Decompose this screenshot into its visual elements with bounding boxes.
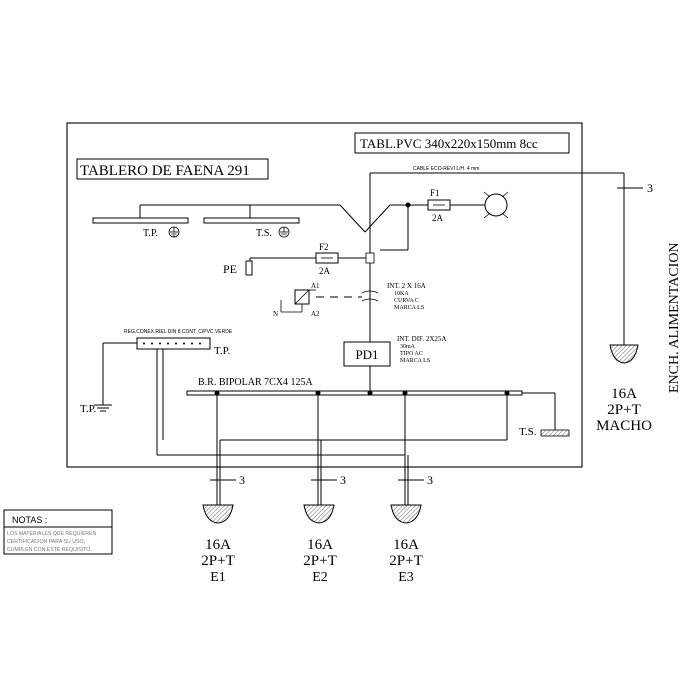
ground-bar-ts: [203, 217, 300, 224]
cable-label: CABLE ECO-REVI L/H. 4 mm: [413, 166, 479, 172]
notes-line1: LOS MATERIALES QUE REQUIEREN: [7, 531, 97, 537]
outlet-e3: 3 16A 2P+T E3: [389, 473, 433, 585]
int-line3: CURVA C: [394, 298, 419, 304]
int-line2: 10KA: [394, 291, 409, 297]
busbar-label: B.R. BIPOLAR 7CX4 125A: [198, 377, 314, 388]
breaker-contact-top: [365, 252, 375, 264]
pe-socket-icon: [245, 260, 253, 276]
outlet-e2-count: 3: [340, 473, 346, 487]
tp-ground-label: T.P.: [80, 403, 97, 415]
feed-vertical-label: ENCH. ALIMENTACION: [667, 242, 682, 393]
int-line1: INT. 2 X 16A: [387, 282, 426, 290]
busbar: [186, 390, 523, 396]
ground-link-diag2: [364, 204, 391, 233]
outlet-e2-name: E2: [312, 570, 328, 585]
contactor-coil-diag: [294, 289, 310, 305]
notes-body-box: [3, 526, 113, 555]
notes-block: NOTAS : LOS MATERIALES QUE REQUIEREN CER…: [3, 509, 113, 555]
enclosure-label: TABL.PVC 340x220x150mm 8cc: [360, 136, 538, 151]
outlet-e1-count: 3: [239, 473, 245, 487]
fuse-f1-name: F1: [430, 188, 440, 198]
ground-symbol-ts: [540, 429, 570, 437]
ts-ground-label: T.S.: [519, 426, 537, 438]
contactor-n: N: [273, 310, 278, 318]
ground-symbol-tp: [94, 404, 112, 412]
ground-icon-ts: [278, 226, 290, 238]
breaker-switch-icon: [361, 290, 379, 302]
busbar-node-pd1: [367, 390, 373, 396]
outlet-e2: 3 16A 2P+T E2: [303, 473, 346, 585]
outlet-e1-name: E1: [210, 570, 226, 585]
outlet-e3-rating: 16A: [393, 537, 419, 553]
notes-line2: CERTIFICACION PARA SU USO,: [7, 539, 85, 545]
outlet-e3-socket-icon: [390, 504, 422, 524]
terminal-dots: [143, 342, 201, 345]
pe-label: PE: [223, 262, 237, 276]
pd1-label: PD1: [355, 347, 378, 362]
feed-type: MACHO: [596, 418, 652, 434]
fuse-f2-name: F2: [319, 242, 329, 252]
outlet-e2-poles: 2P+T: [303, 553, 336, 569]
outlet-e3-poles: 2P+T: [389, 553, 422, 569]
int-line4: MARCA LS: [394, 305, 424, 311]
notes-title: NOTAS :: [12, 515, 47, 525]
enclosure-frame: [66, 122, 583, 468]
outlet-e2-rating: 16A: [307, 537, 333, 553]
feed-plug-icon: [609, 344, 639, 364]
reg-bar-label: REG.CONEX.RIEL DIN 8 CONT. C/PVC VERDE: [124, 329, 233, 335]
enclosure-label-box: [354, 132, 570, 154]
fuse-f1-rating: 2A: [432, 213, 444, 223]
pilot-lamp-icon: [483, 191, 509, 219]
pd1-box: [343, 341, 391, 367]
notes-line3: CUMPLEN CON ESTE REQUISITO.: [7, 547, 92, 553]
ts-top-label: T.S.: [256, 228, 272, 239]
contactor-a2: A2: [311, 310, 320, 318]
feed-count: 3: [647, 181, 653, 195]
title-box: [76, 158, 269, 180]
tp-bar-label: T.P.: [214, 345, 231, 357]
feed-rating: 16A: [611, 386, 637, 402]
tp-top-label: T.P.: [143, 228, 158, 239]
ground-bar-tp: [92, 217, 189, 224]
feed-poles: 2P+T: [607, 402, 640, 418]
fuse-f2-rating: 2A: [319, 266, 331, 276]
outlet-e1-socket-icon: [202, 504, 234, 524]
ground-icon-tp: [168, 226, 180, 238]
dif-line3: TIPO AC: [400, 351, 423, 357]
dif-line4: MARCA LS: [400, 358, 430, 364]
dif-line1: INT. DIF. 2X25A: [397, 335, 446, 343]
outlet-e1-poles: 2P+T: [201, 553, 234, 569]
outlet-e1: 3 16A 2P+T E1: [201, 473, 245, 585]
outlet-e3-count: 3: [427, 473, 433, 487]
outlet-e1-rating: 16A: [205, 537, 231, 553]
contactor-a1: A1: [311, 282, 320, 290]
dif-line2: 30mA: [400, 344, 416, 350]
outlet-e2-socket-icon: [303, 504, 335, 524]
outlet-e3-name: E3: [398, 570, 414, 585]
panel-title: TABLERO DE FAENA 291: [80, 163, 250, 179]
ground-link-diag: [339, 204, 366, 233]
